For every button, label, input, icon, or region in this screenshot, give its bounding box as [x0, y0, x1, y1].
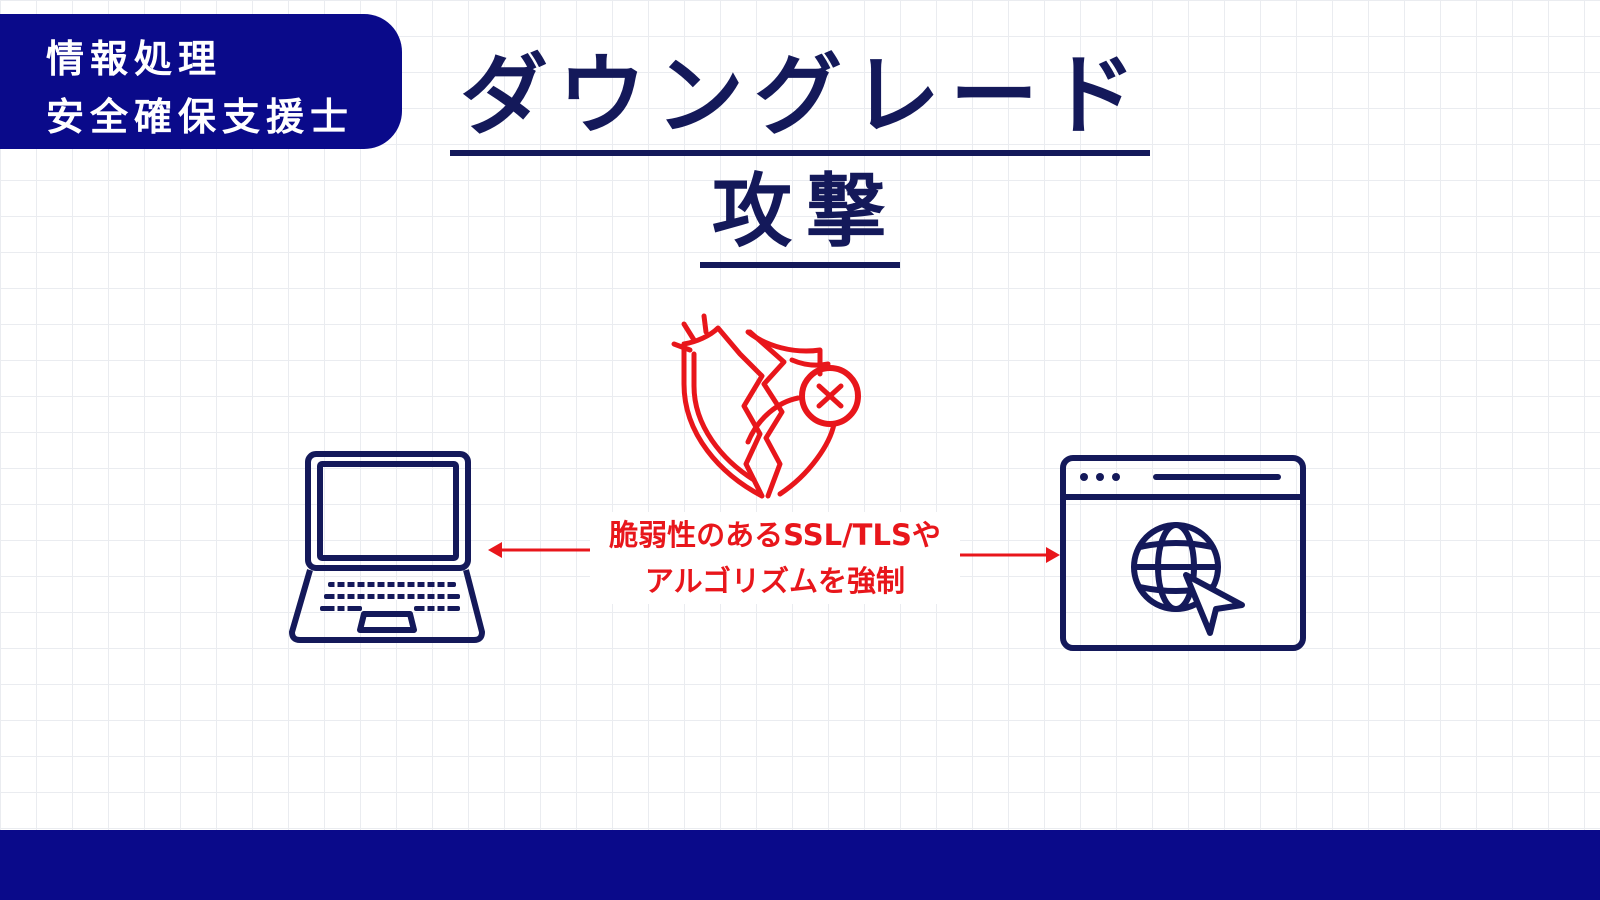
title-text-1: ダウングレード — [449, 46, 1150, 156]
title-text-2: 攻撃 — [700, 164, 900, 268]
badge-line-1: 情報処理 — [46, 37, 223, 81]
title-line-2: 攻撃 — [0, 164, 1600, 268]
caption-line-2: アルゴリズムを強制 — [644, 564, 906, 598]
browser-globe-icon — [1060, 455, 1306, 651]
arrow-to-laptop — [488, 542, 594, 558]
attack-caption: 脆弱性のあるSSL/TLSや アルゴリズムを強制 — [590, 512, 960, 604]
title-line-1: ダウングレード — [0, 44, 1600, 156]
footer-bar — [0, 830, 1600, 900]
laptop-icon — [289, 451, 485, 643]
arrow-to-server — [958, 547, 1060, 563]
badge-line-2: 安全確保支援士 — [46, 95, 355, 139]
caption-line-1: 脆弱性のあるSSL/TLSや — [609, 518, 941, 552]
exam-badge: 情報処理 安全確保支援士 — [0, 14, 402, 149]
broken-shield-icon — [671, 313, 861, 499]
